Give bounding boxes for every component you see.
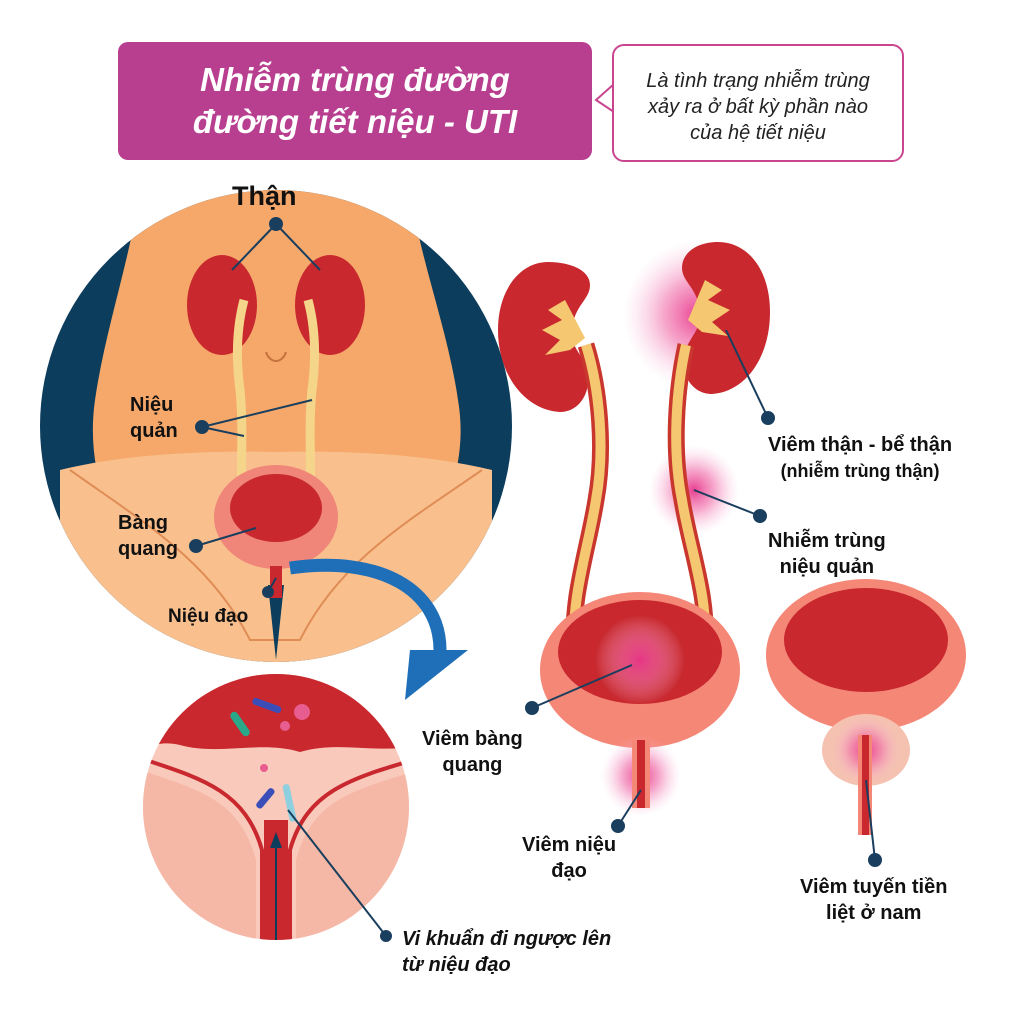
label-ureter-infection-line-1: Nhiễm trùng: [768, 530, 886, 552]
body-kidney-right: [295, 255, 365, 501]
right-kidney-left: [498, 262, 590, 412]
label-ureter-infection-line-2: niệu quản: [779, 556, 875, 578]
label-pyelonephritis-line-2: (nhiễm trùng thận): [780, 461, 940, 481]
label-pyelonephritis-line-1: Viêm thận - bể thận: [768, 434, 953, 456]
definition-callout: Là tình trạng nhiễm trùng xảy ra ở bất k…: [612, 44, 904, 162]
title-line-2: đường tiết niệu - UTI: [192, 103, 518, 140]
label-ureter-line-2: quản: [130, 420, 178, 442]
zoom-circle: [143, 674, 409, 940]
body-kidney-left: [187, 255, 257, 501]
label-bladder-line-1: Bàng: [118, 512, 168, 534]
label-kidney: Thận: [232, 181, 297, 211]
definition-line-2: xảy ra ở bất kỳ phần nào: [648, 96, 868, 118]
body-bladder: [214, 465, 338, 598]
label-ureter-line-1: Niệu: [130, 394, 174, 416]
label-urethra: Niệu đạo: [168, 606, 249, 627]
label-cystitis: Viêm bàng quang: [422, 726, 523, 778]
body-circle: [40, 190, 512, 662]
label-bladder-line-2: quang: [118, 538, 178, 560]
label-bacteria-line-2: từ niệu đạo: [402, 954, 511, 976]
label-urethritis: Viêm niệu đạo: [522, 832, 616, 884]
right-kidney-right: [682, 242, 770, 394]
zoom-arrow: [289, 558, 447, 651]
infection-pointers: [525, 329, 882, 867]
label-prostatitis-line-2: liệt ở nam: [826, 902, 922, 924]
bladder-female: [540, 592, 740, 816]
title-line-1: Nhiễm trùng đường: [200, 61, 510, 98]
label-bacteria: Vi khuẩn đi ngược lên từ niệu đạo: [402, 926, 611, 978]
label-ureter-infection: Nhiễm trùng niệu quản: [768, 528, 886, 580]
label-prostatitis-line-1: Viêm tuyến tiền: [800, 876, 948, 898]
bladder-male: [766, 579, 966, 835]
zoom-arrowhead: [405, 650, 468, 700]
label-urethritis-line-1: Viêm niệu: [522, 834, 617, 856]
label-ureter: Niệu quản: [130, 392, 178, 444]
title-banner: Nhiễm trùng đường đường tiết niệu - UTI: [118, 42, 592, 160]
label-bladder: Bàng quang: [118, 510, 178, 562]
label-cystitis-line-2: quang: [442, 754, 503, 776]
body-pointers: [189, 217, 321, 598]
label-pyelonephritis: Viêm thận - bể thận (nhiễm trùng thận): [768, 432, 952, 484]
label-urethritis-line-2: đạo: [551, 860, 587, 882]
definition-line-1: Là tình trạng nhiễm trùng: [646, 70, 870, 92]
label-bacteria-line-1: Vi khuẩn đi ngược lên: [402, 928, 612, 950]
definition-line-3: của hệ tiết niệu: [690, 122, 826, 144]
label-prostatitis: Viêm tuyến tiền liệt ở nam: [800, 874, 947, 926]
label-cystitis-line-1: Viêm bàng: [422, 728, 523, 750]
